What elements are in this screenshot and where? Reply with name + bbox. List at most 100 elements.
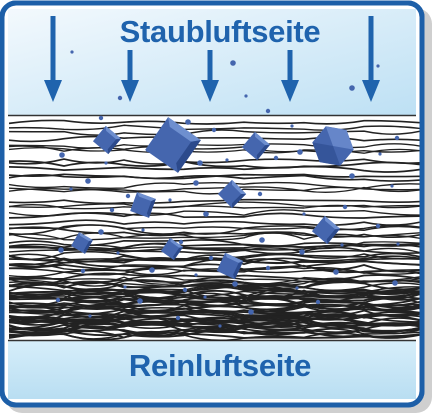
fiber <box>9 328 420 339</box>
dust-particle <box>311 215 341 245</box>
fiber <box>9 245 420 255</box>
dust-dot <box>70 50 74 54</box>
dust-dot <box>225 158 229 162</box>
dust-dot <box>248 309 254 315</box>
fiber <box>9 258 420 268</box>
fiber <box>9 165 420 173</box>
dust-dot <box>315 299 321 305</box>
fiber <box>9 281 420 291</box>
dust-dot <box>259 237 265 243</box>
fiber <box>9 203 420 210</box>
fiber <box>9 224 420 231</box>
dust-dot <box>299 249 305 255</box>
dust-dot <box>141 228 145 232</box>
fiber <box>9 147 420 154</box>
fiber <box>9 201 420 209</box>
dust-dot <box>59 152 65 158</box>
clean-side-area <box>8 341 416 399</box>
fiber <box>9 256 420 268</box>
dust-dot <box>98 115 104 121</box>
dust-dot <box>116 251 120 255</box>
fiber <box>9 145 420 153</box>
dust-dot <box>137 298 143 304</box>
dust-dot <box>297 149 303 155</box>
dust-particle <box>71 232 93 254</box>
dust-dot <box>125 193 131 199</box>
dust-dot <box>232 281 238 287</box>
fiber <box>9 160 420 169</box>
arrow-down-icon <box>121 50 139 102</box>
fiber <box>9 212 420 219</box>
clean-side-label: Reinluftseite <box>128 348 312 383</box>
dust-particle <box>312 126 354 166</box>
dust-dot <box>123 285 127 289</box>
fiber <box>9 329 420 339</box>
dust-dot <box>55 297 61 303</box>
arrow-down-icon <box>44 16 62 102</box>
dust-dot <box>88 314 92 318</box>
fiber <box>9 198 420 205</box>
dust-dot <box>149 267 155 273</box>
arrow-down-icon <box>281 50 299 102</box>
dust-dot <box>265 108 271 114</box>
fiber <box>9 186 420 195</box>
dust-dot <box>197 160 203 166</box>
dust-dot <box>193 180 199 186</box>
dust-dot <box>349 173 355 179</box>
fiber <box>9 232 420 241</box>
fiber <box>9 321 420 330</box>
dust-dot <box>394 135 400 141</box>
fiber-layer <box>9 119 420 341</box>
fiber <box>9 268 420 278</box>
fiber <box>9 286 420 298</box>
dust-dot <box>58 247 64 253</box>
dust-side-label: Staubluftseite <box>119 14 321 49</box>
dust-dot <box>396 242 400 246</box>
dust-dot <box>109 207 115 213</box>
dust-dot <box>117 95 123 101</box>
dust-dot <box>342 204 348 210</box>
dust-dot <box>185 119 191 125</box>
dust-dot <box>378 152 382 156</box>
dust-particle <box>160 237 184 261</box>
dust-dot <box>375 223 381 229</box>
fiber <box>9 173 420 182</box>
dust-particle <box>145 117 201 173</box>
dust-dot <box>265 265 271 271</box>
dust-dot <box>244 94 248 98</box>
dust-dot <box>69 187 73 191</box>
dust-dot <box>257 191 263 197</box>
fiber <box>9 232 420 241</box>
fiber <box>9 263 420 273</box>
fiber <box>9 158 420 165</box>
dust-dot <box>85 178 91 184</box>
dust-dot <box>390 184 394 188</box>
dust-dot <box>376 64 380 68</box>
arrow-down-icon <box>201 50 219 102</box>
fiber <box>9 246 420 254</box>
fiber <box>9 241 420 250</box>
dust-particle <box>216 252 244 280</box>
dust-dot <box>98 229 104 235</box>
fiber <box>9 331 420 341</box>
dust-dot <box>208 255 214 261</box>
fiber <box>9 325 420 337</box>
dust-dot <box>290 124 294 128</box>
dust-particle <box>130 192 156 218</box>
dust-dot <box>333 269 339 275</box>
dust-dot <box>80 268 86 274</box>
dust-dot <box>295 286 299 290</box>
dust-dot <box>175 315 181 321</box>
arrow-down-icon <box>362 16 380 102</box>
dust-dot <box>218 324 222 328</box>
dust-dot <box>392 280 398 286</box>
dust-dot <box>178 239 184 245</box>
dust-dot <box>349 85 355 91</box>
dust-dot <box>203 295 207 299</box>
flow-arrows <box>44 16 380 102</box>
fiber <box>9 283 420 295</box>
fiber <box>9 119 420 125</box>
dust-dot <box>302 212 306 216</box>
fiber <box>9 143 420 149</box>
